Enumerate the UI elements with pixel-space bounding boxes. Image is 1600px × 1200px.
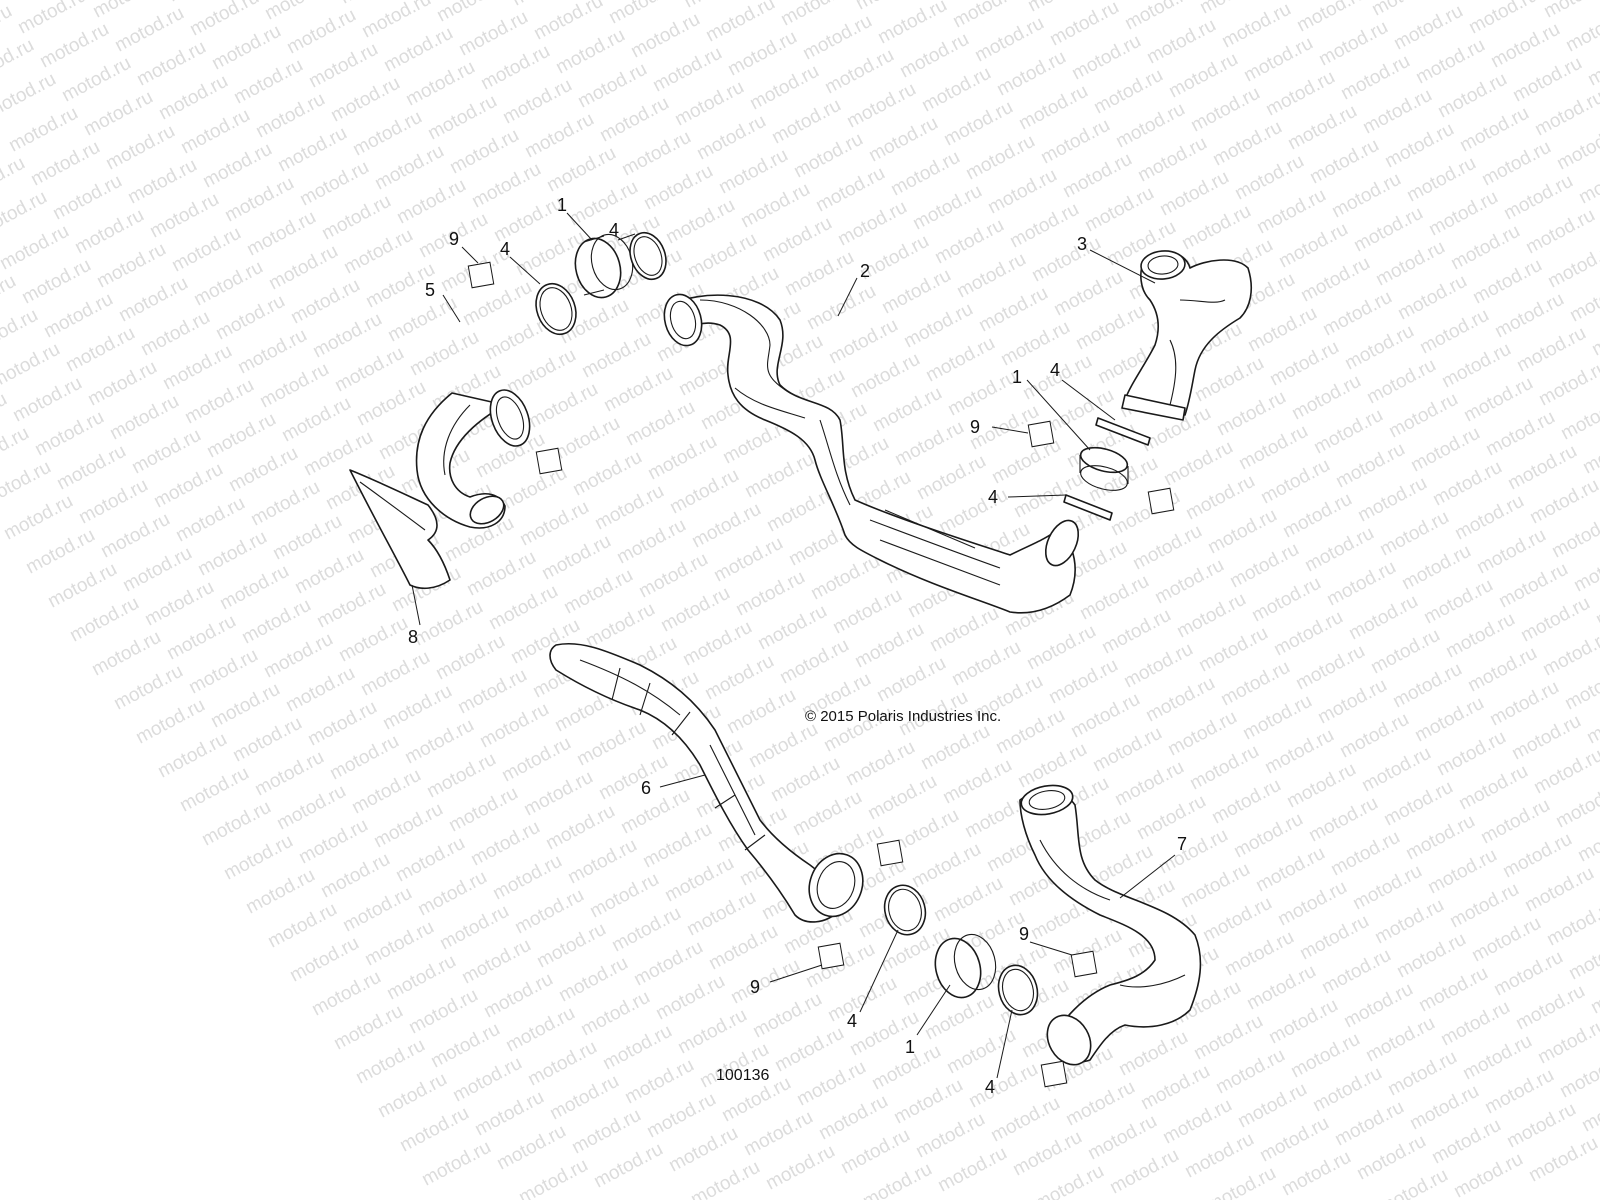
part-1-coupler-a[interactable] (569, 230, 639, 303)
leader-lines (411, 212, 1176, 1079)
part-3-duct[interactable] (1121, 249, 1252, 421)
part-2-main-duct[interactable] (659, 290, 1085, 614)
callout-7: 7 (1177, 834, 1187, 854)
callout-8: 8 (408, 627, 418, 647)
part-9-label[interactable] (1040, 1060, 1068, 1088)
watermark-text: motod.ru (1526, 475, 1600, 529)
part-9-label[interactable] (1147, 487, 1175, 515)
part-9-label[interactable] (467, 261, 495, 289)
watermark-text: motod.ru (1530, 745, 1600, 799)
callout-6: 6 (641, 778, 651, 798)
part-4-clamp-f[interactable] (993, 961, 1043, 1019)
callout-9: 9 (970, 417, 980, 437)
part-5-elbow-duct[interactable] (415, 385, 537, 530)
watermark-text: motod.ru (1106, 1145, 1182, 1199)
part-9-label[interactable] (1027, 420, 1055, 448)
callout-4: 4 (609, 220, 619, 240)
part-9-label[interactable] (876, 839, 904, 867)
callout-4: 4 (985, 1077, 995, 1097)
watermark-text: motod.ru (1450, 1149, 1526, 1200)
part-4-clamp-a[interactable] (529, 278, 582, 340)
callout-4: 4 (988, 487, 998, 507)
part-7-duct[interactable] (1019, 782, 1202, 1073)
watermark-text: motod.ru (1278, 1147, 1354, 1200)
watermark-text: motod.ru (1540, 0, 1600, 22)
watermark-text: motod.ru (762, 1141, 838, 1195)
callout-3: 3 (1077, 234, 1087, 254)
part-4-clamp-e[interactable] (879, 881, 931, 940)
callout-2: 2 (860, 261, 870, 281)
copyright-text: © 2015 Polaris Industries Inc. (805, 708, 1001, 725)
callout-9: 9 (1019, 924, 1029, 944)
watermark-text: motod.ru (1525, 1133, 1600, 1187)
part-9-label[interactable] (535, 447, 563, 475)
callout-1: 1 (557, 195, 567, 215)
watermark-text: motod.ru (418, 1137, 494, 1191)
part-1-coupler-c[interactable] (929, 930, 1002, 1003)
part-6-duct[interactable] (549, 642, 871, 924)
callout-4: 4 (847, 1011, 857, 1031)
callout-1: 1 (1012, 367, 1022, 387)
callout-4: 4 (1050, 360, 1060, 380)
part-8-seal[interactable] (349, 469, 451, 590)
part-4-clamp-c[interactable] (1095, 417, 1151, 446)
part-9-label[interactable] (817, 942, 845, 970)
callout-5: 5 (425, 280, 435, 300)
callout-9: 9 (449, 229, 459, 249)
callout-1: 1 (905, 1037, 915, 1057)
watermark-text: motod.ru (590, 1139, 666, 1193)
watermark-text: motod.ru (934, 1143, 1010, 1197)
part-4-clamp-b[interactable] (624, 228, 672, 285)
callouts: 9 4 1 4 5 2 3 1 4 9 4 8 6 7 9 9 4 1 4 (408, 195, 1187, 1097)
callout-4: 4 (500, 239, 510, 259)
part-9-label[interactable] (1070, 950, 1098, 978)
callout-9: 9 (750, 977, 760, 997)
figure-number: 100136 (716, 1067, 769, 1084)
part-4-clamp-d[interactable] (1063, 494, 1113, 521)
part-1-coupler-b[interactable] (1078, 443, 1130, 495)
watermark-text: motod.ru (1531, 87, 1600, 141)
